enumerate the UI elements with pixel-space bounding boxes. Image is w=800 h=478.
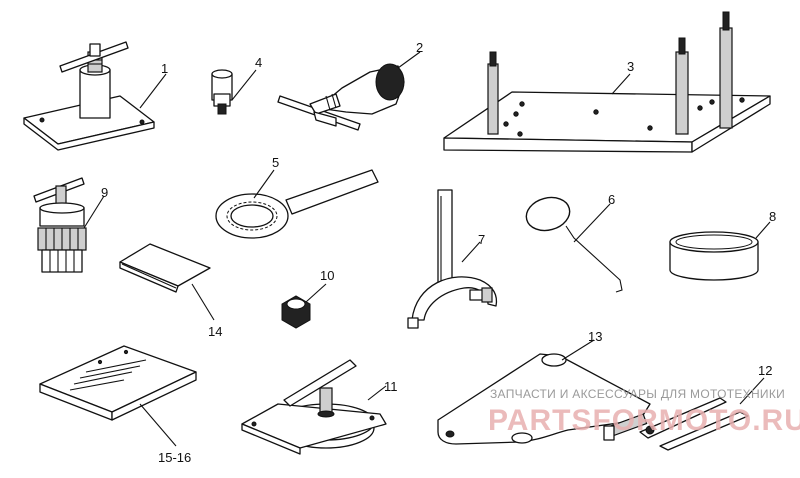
tool-3-base-plate (443, 11, 771, 153)
tool-5-ring-spanner (215, 169, 379, 239)
tool-8-sleeve (669, 221, 771, 281)
tool-1-press (23, 41, 167, 151)
tool-10-nut (281, 283, 327, 329)
tool-4-adapter (211, 69, 257, 115)
callout-1: 1 (161, 61, 168, 76)
callout-15-16: 15-16 (158, 450, 191, 465)
watermark-tagline: ЗАПЧАСТИ И АКСЕССУАРЫ ДЛЯ МОТОТЕХНИКИ (490, 387, 785, 401)
tool-6-wire-loop (525, 196, 623, 293)
tool-2-t-handle (277, 51, 421, 131)
callout-14: 14 (208, 324, 222, 339)
tool-13-bracket-plate (437, 339, 651, 445)
callout-3: 3 (627, 59, 634, 74)
watermark: ЗАПЧАСТИ И АКСЕССУАРЫ ДЛЯ МОТОТЕХНИКИ PA… (488, 387, 800, 437)
callout-2: 2 (416, 40, 423, 55)
tool-15-16-document (39, 345, 197, 447)
callout-8: 8 (769, 209, 776, 224)
callout-13: 13 (588, 329, 602, 344)
callout-10: 10 (320, 268, 334, 283)
tool-12-forked-holder (603, 377, 765, 451)
tool-9-clutch-puller (33, 177, 105, 273)
callout-7: 7 (478, 232, 485, 247)
watermark-logo: PARTSFORMOTO.RU (488, 404, 800, 437)
callout-9: 9 (101, 185, 108, 200)
tool-11-holding-fixture (241, 359, 387, 455)
tool-14-booklet (119, 243, 215, 321)
callout-12: 12 (758, 363, 772, 378)
tool-7-timing-gauge (407, 189, 498, 329)
callout-6: 6 (608, 192, 615, 207)
callout-4: 4 (255, 55, 262, 70)
callout-5: 5 (272, 155, 279, 170)
callout-11: 11 (384, 379, 398, 394)
